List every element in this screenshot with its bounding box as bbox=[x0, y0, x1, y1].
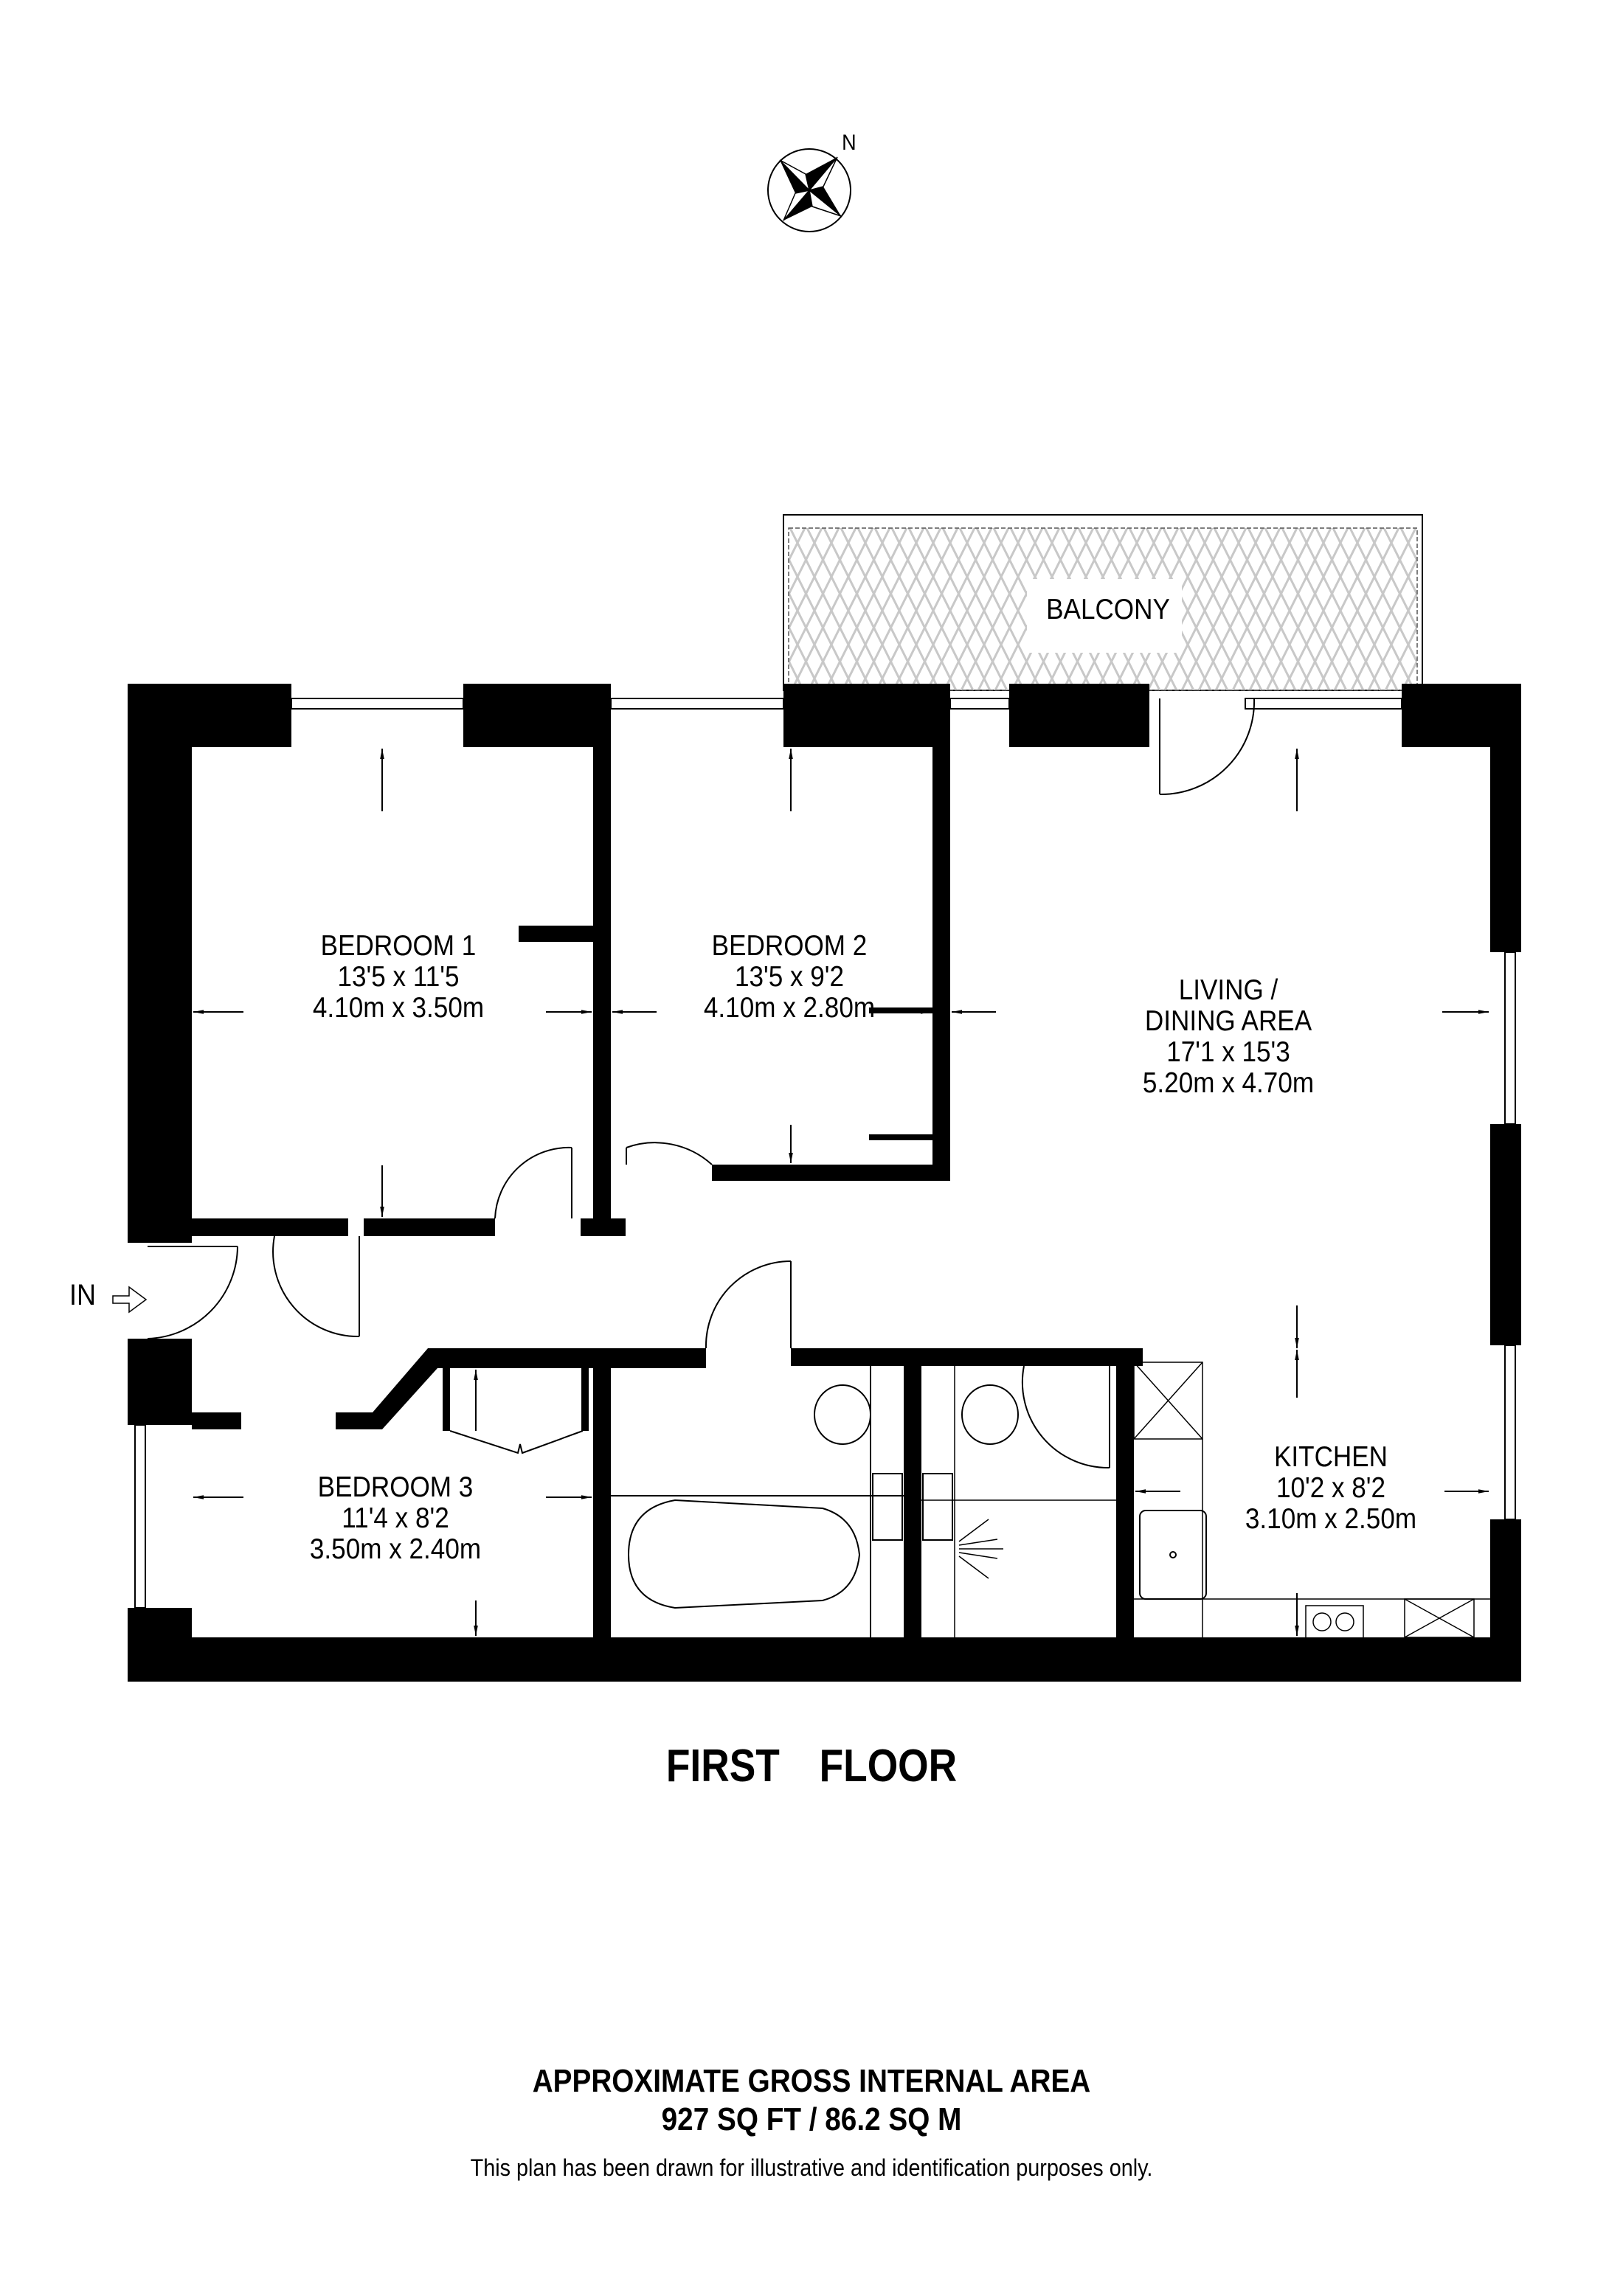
floor-title: FIRST FLOOR bbox=[665, 1741, 958, 1792]
room-name: BEDROOM 3 bbox=[317, 1471, 474, 1503]
room-name-line2: DINING AREA bbox=[1144, 1005, 1312, 1038]
room-label-bedroom-2: BEDROOM 2 13'5 x 9'2 4.10m x 2.80m bbox=[657, 930, 922, 1024]
room-name: BEDROOM 1 bbox=[320, 930, 477, 962]
balcony-label: BALCONY bbox=[1008, 594, 1208, 625]
hob-icon bbox=[1305, 1605, 1364, 1670]
room-size-imperial: 10'2 x 8'2 bbox=[1276, 1472, 1386, 1505]
bathtub-icon bbox=[611, 1366, 904, 1637]
room-size-imperial: 11'4 x 8'2 bbox=[342, 1502, 449, 1535]
dimension-arrows bbox=[193, 749, 1489, 1636]
doors bbox=[147, 698, 1256, 1469]
room-label-kitchen: KITCHEN 10'2 x 8'2 3.10m x 2.50m bbox=[1198, 1441, 1464, 1536]
room-label-bedroom-3: BEDROOM 3 11'4 x 8'2 3.50m x 2.40m bbox=[263, 1471, 528, 1566]
shower-icon bbox=[921, 1366, 1116, 1637]
room-label-living-dining: LIVING / DINING AREA 17'1 x 15'3 5.20m x… bbox=[1096, 974, 1361, 1100]
room-name: BEDROOM 2 bbox=[711, 930, 868, 962]
compass-north-label: N bbox=[842, 131, 857, 155]
room-label-bedroom-1: BEDROOM 1 13'5 x 11'5 4.10m x 3.50m bbox=[266, 930, 531, 1024]
room-size-metric: 4.10m x 2.80m bbox=[703, 992, 876, 1024]
toilet-icon bbox=[814, 1384, 1019, 1445]
kitchen-units bbox=[1133, 1362, 1490, 1670]
room-name: KITCHEN bbox=[1273, 1441, 1388, 1473]
room-size-metric: 5.20m x 4.70m bbox=[1142, 1067, 1315, 1100]
balcony bbox=[783, 514, 1423, 691]
room-size-metric: 3.10m x 2.50m bbox=[1245, 1503, 1417, 1536]
room-name: BALCONY bbox=[1046, 594, 1170, 625]
sink-icon bbox=[872, 1473, 1207, 1600]
compass-rose-icon bbox=[767, 148, 851, 232]
entrance-label: IN bbox=[69, 1279, 96, 1311]
interior-walls bbox=[192, 747, 1143, 1637]
room-size-metric: 3.50m x 2.40m bbox=[309, 1533, 482, 1566]
entry-arrow-icon bbox=[112, 1286, 148, 1314]
room-size-imperial: 13'5 x 9'2 bbox=[734, 961, 845, 993]
room-size-metric: 4.10m x 3.50m bbox=[312, 992, 485, 1024]
room-size-imperial: 13'5 x 11'5 bbox=[337, 961, 460, 993]
exterior-walls bbox=[128, 684, 1521, 1682]
disclaimer-text: This plan has been drawn for illustrativ… bbox=[470, 2154, 1153, 2181]
room-name-line1: LIVING / bbox=[1178, 974, 1278, 1006]
windows bbox=[134, 698, 1516, 1609]
gross-area-block: APPROXIMATE GROSS INTERNAL AREA 927 SQ F… bbox=[97, 2062, 1526, 2139]
gross-area-value: 927 SQ FT / 86.2 SQ M bbox=[661, 2101, 962, 2137]
room-size-imperial: 17'1 x 15'3 bbox=[1166, 1036, 1290, 1069]
gross-area-heading: APPROXIMATE GROSS INTERNAL AREA bbox=[532, 2063, 1091, 2099]
